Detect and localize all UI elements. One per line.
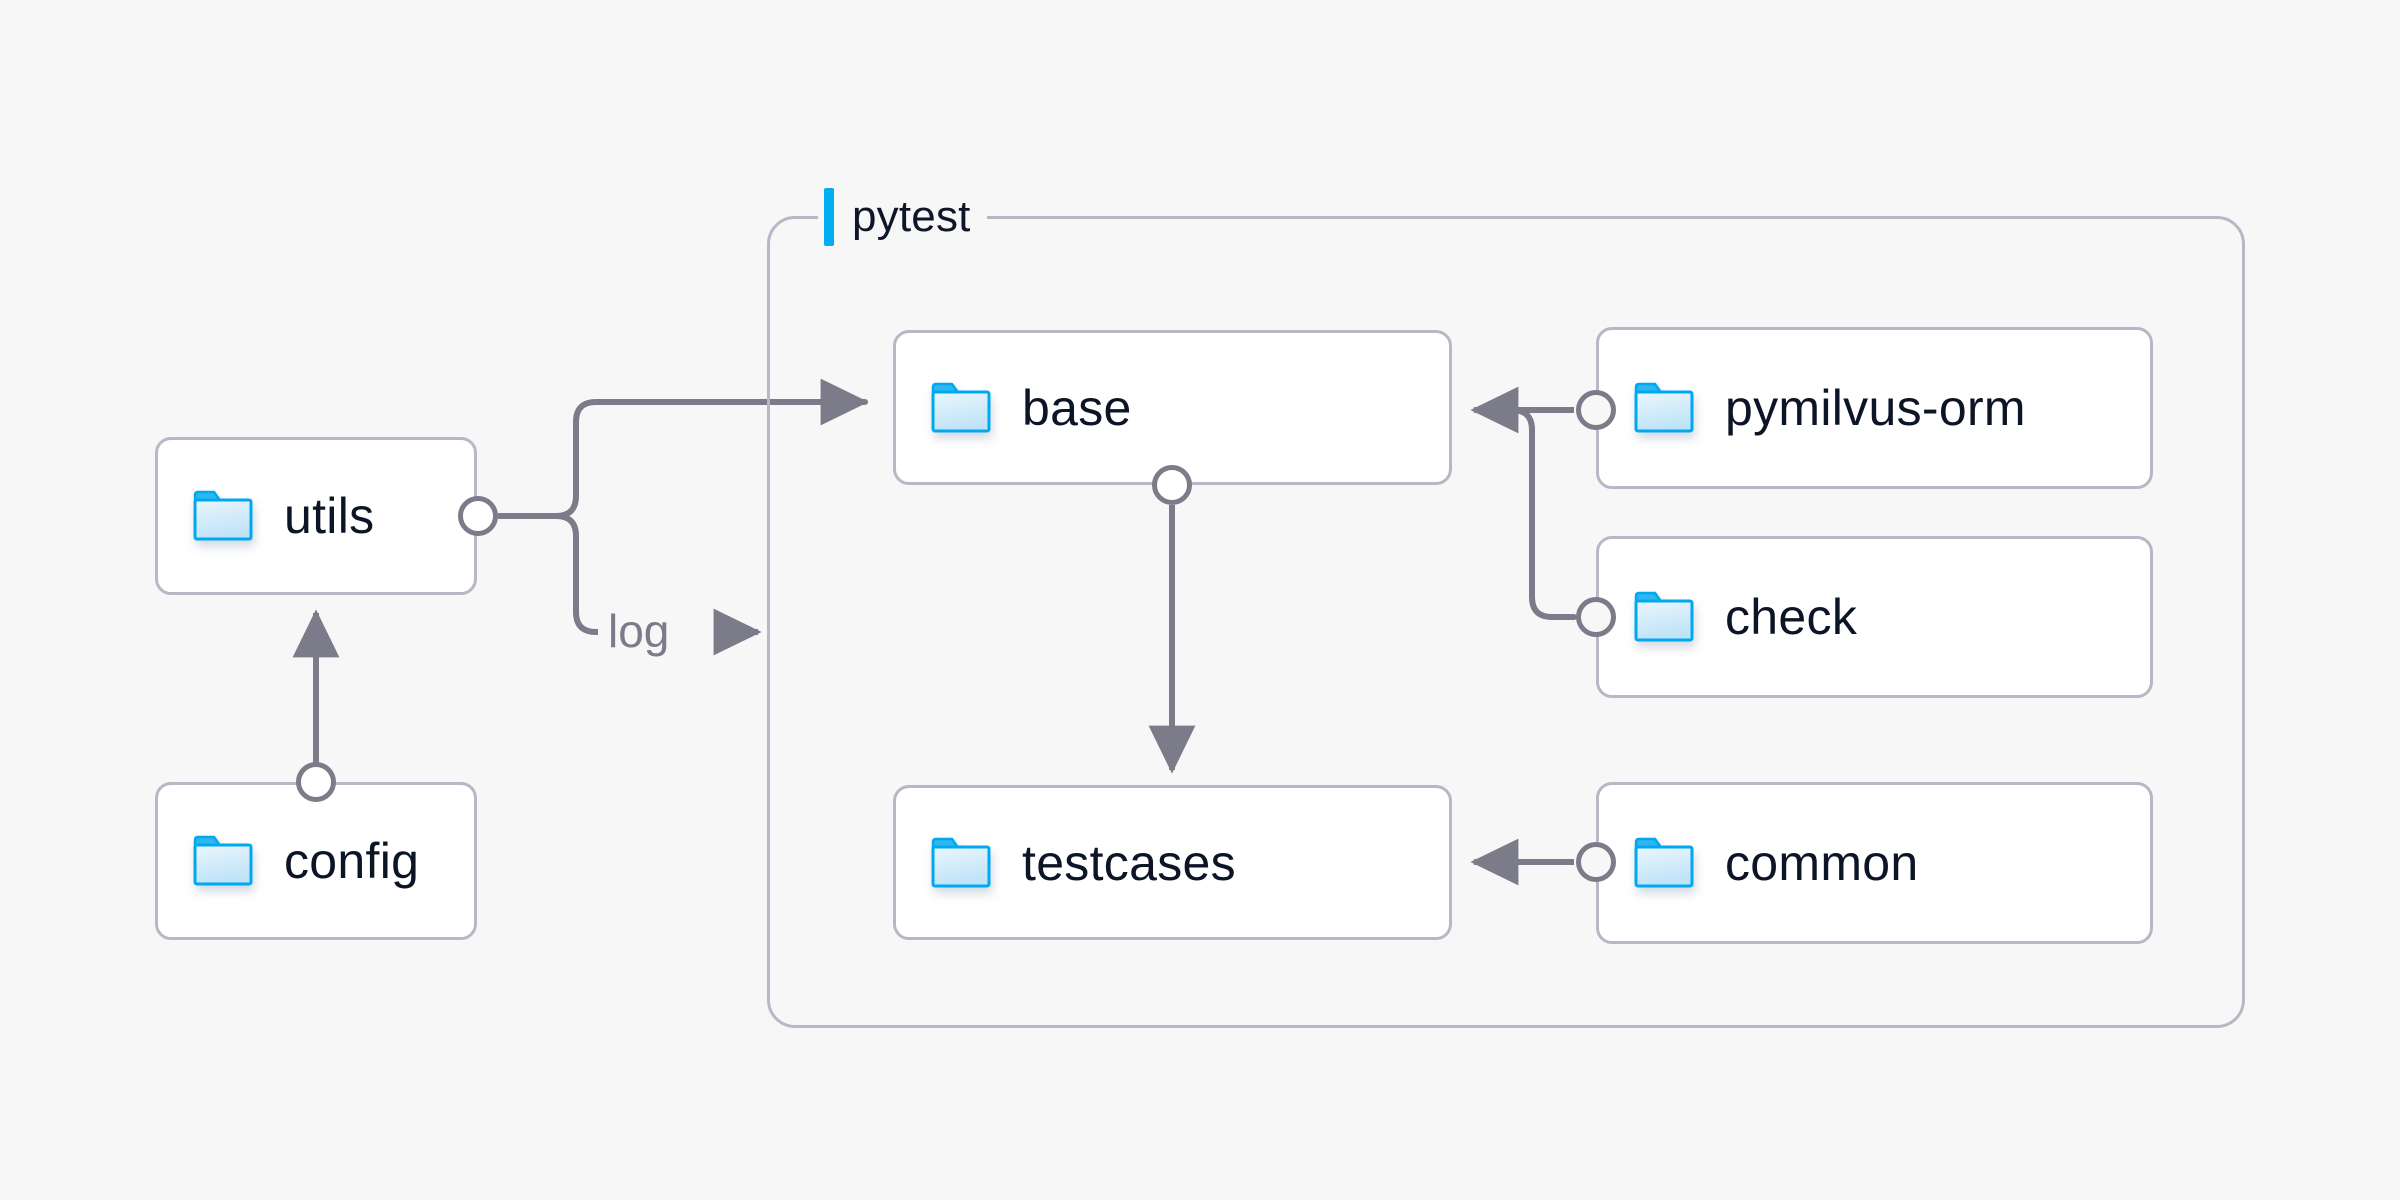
folder-icon — [1634, 837, 1694, 888]
node-testcases[interactable]: testcases — [893, 785, 1452, 940]
node-common-label: common — [1725, 835, 1919, 891]
folder-icon — [931, 382, 991, 432]
edge-label-log-text: log — [608, 605, 670, 657]
node-testcases-label: testcases — [1022, 834, 1236, 891]
node-base-label: base — [1022, 379, 1132, 436]
node-pymilvus-orm[interactable]: pymilvus-orm — [1596, 327, 2153, 489]
node-utils[interactable]: utils — [155, 437, 477, 595]
edge-label-log: log — [598, 604, 680, 658]
folder-icon — [1634, 382, 1694, 433]
port-utils-right[interactable] — [458, 496, 498, 536]
group-pytest[interactable] — [767, 216, 2245, 1028]
folder-icon — [193, 490, 253, 541]
node-check-label: check — [1725, 589, 1858, 645]
port-check-left[interactable] — [1576, 597, 1616, 637]
port-pymilvus-orm-left[interactable] — [1576, 390, 1616, 430]
folder-icon — [1634, 591, 1694, 642]
node-config-label: config — [284, 833, 420, 889]
group-pytest-title: pytest — [852, 192, 971, 241]
port-common-left[interactable] — [1576, 842, 1616, 882]
node-utils-label: utils — [284, 488, 375, 544]
node-check[interactable]: check — [1596, 536, 2153, 698]
folder-icon — [193, 835, 253, 886]
node-common[interactable]: common — [1596, 782, 2153, 944]
accent-bar-icon — [824, 188, 834, 246]
node-base[interactable]: base — [893, 330, 1452, 485]
node-pymilvus-orm-label: pymilvus-orm — [1725, 380, 2026, 436]
folder-icon — [931, 837, 991, 887]
node-config[interactable]: config — [155, 782, 477, 940]
group-pytest-label: pytest — [818, 186, 987, 248]
port-config-top[interactable] — [296, 762, 336, 802]
port-base-bottom[interactable] — [1152, 465, 1192, 505]
